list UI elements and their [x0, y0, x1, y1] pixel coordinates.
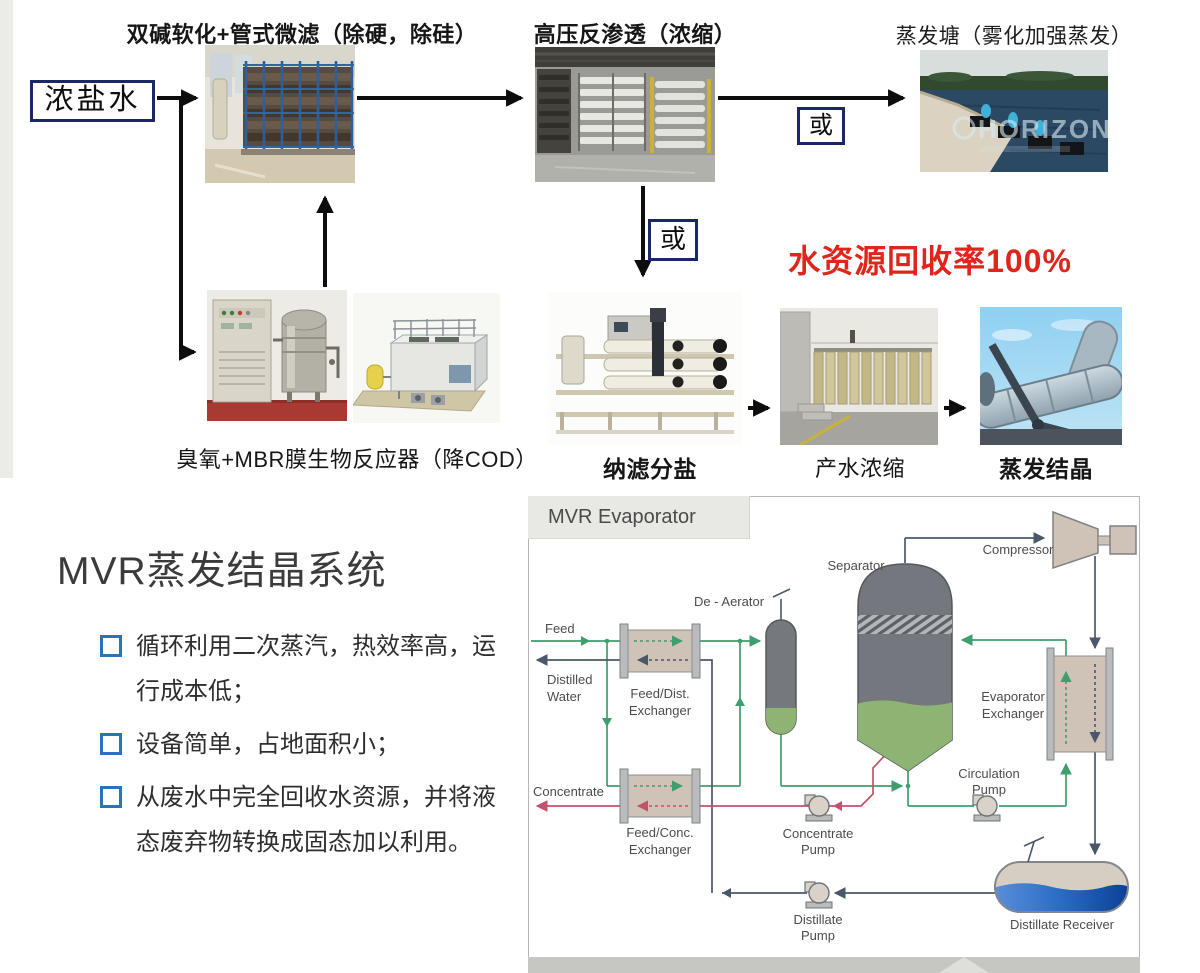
compressor-label: Compressor [983, 542, 1054, 557]
mvr-section-title: MVR蒸发结晶系统 [57, 550, 387, 593]
strip-notch [938, 957, 990, 973]
bullet-square-icon [100, 733, 122, 755]
evaporator-exchanger-vessel [1046, 647, 1114, 761]
bullet-text: 从废水中完全回收水资源，并将液态废弃物转换成固态加以利用。 [136, 784, 496, 856]
bullet-text: 设备简单，占地面积小； [136, 731, 400, 758]
ozone-equipment-photo [207, 290, 347, 421]
concentrate-pump-label-2: Pump [801, 842, 835, 857]
concentrate-pump-label-1: Concentrate [783, 826, 854, 841]
label-softening: 双碱软化+管式微滤（除硬，除硅） [126, 22, 478, 47]
evaporation-crystallization-photo [980, 307, 1122, 445]
de-aerator-label: De - Aerator [694, 594, 765, 609]
list-item: 循环利用二次蒸汽，热效率高，运行成本低； [100, 624, 500, 714]
evaporator-exchanger-label-1: Evaporator [981, 689, 1045, 704]
diagram-labels: Feed Distilled Water Concentrate Feed/Di… [533, 542, 1115, 943]
label-concentration: 产水浓缩 [814, 456, 905, 481]
label-hp-ro: 高压反渗透（浓缩） [533, 22, 737, 47]
concentrate-pump-icon [804, 794, 833, 822]
mvr-diagram-title: MVR Evaporator [528, 496, 750, 539]
pond-watermark: HORIZON [978, 114, 1108, 144]
evaporation-pond-photo: HORIZON [920, 50, 1108, 172]
left-margin-strip [0, 0, 13, 478]
bullet-square-icon [100, 635, 122, 657]
nf-skid-photo [548, 292, 742, 445]
separator-vessel [857, 563, 953, 772]
hp-ro-equipment-photo [535, 47, 715, 182]
brine-source-box: 浓盐水 [30, 80, 155, 122]
distillate-receiver-vessel [994, 836, 1129, 913]
dashed-flows [634, 635, 1101, 812]
product-concentration-photo [780, 308, 938, 445]
distilled-water-label-1: Distilled [547, 672, 593, 687]
circulation-pump-label-1: Circulation [958, 766, 1019, 781]
recovery-rate-text: 水资源回收率100% [788, 243, 1072, 279]
label-evaporation-pond: 蒸发塘（雾化加强蒸发） [895, 25, 1133, 48]
feed-dist-exchanger-label-2: Exchanger [629, 703, 692, 718]
distillate-pump-label-1: Distillate [793, 912, 842, 927]
softening-equipment-photo [205, 45, 355, 183]
distillate-receiver-label: Distillate Receiver [1010, 917, 1115, 932]
circulation-pump-label-2: Pump [972, 782, 1006, 797]
evaporator-exchanger-label-2: Exchanger [982, 706, 1045, 721]
list-item: 从废水中完全回收水资源，并将液态废弃物转换成固态加以利用。 [100, 775, 500, 865]
bullet-square-icon [100, 786, 122, 808]
or-box-nf: 或 [648, 219, 698, 261]
flow-ticks [581, 636, 911, 898]
label-crystallization: 蒸发结晶 [999, 456, 1093, 482]
or-box-pond: 或 [797, 107, 845, 145]
feed-conc-exchanger [619, 768, 701, 824]
label-ozone-mbr: 臭氧+MBR膜生物反应器（降COD） [176, 447, 538, 472]
bottom-scrub-strip [528, 957, 1140, 973]
distilled-water-label-2: Water [547, 689, 582, 704]
de-aerator-vessel [765, 588, 797, 735]
feed-conc-exchanger-label-2: Exchanger [629, 842, 692, 857]
compressor-icon [1052, 510, 1137, 570]
circulation-pump-icon [972, 794, 1001, 822]
feed-label: Feed [545, 621, 575, 636]
feed-conc-exchanger-label-1: Feed/Conc. [626, 825, 693, 840]
mbr-reactor-photo [353, 293, 500, 423]
feed-dist-exchanger [619, 623, 701, 679]
mvr-process-diagram: Feed Distilled Water Concentrate Feed/Di… [531, 510, 1137, 943]
distillate-pump-label-2: Pump [801, 928, 835, 943]
separator-label: Separator [827, 558, 885, 573]
mvr-bullet-list: 循环利用二次蒸汽，热效率高，运行成本低； 设备简单，占地面积小； 从废水中完全回… [100, 624, 500, 873]
concentrate-label: Concentrate [533, 784, 604, 799]
feed-dist-exchanger-label-1: Feed/Dist. [630, 686, 689, 701]
list-item: 设备简单，占地面积小； [100, 722, 500, 767]
diagram-lines [531, 532, 1101, 899]
distillate-pump-icon [804, 881, 833, 909]
label-nf: 纳滤分盐 [603, 456, 697, 482]
bullet-text: 循环利用二次蒸汽，热效率高，运行成本低； [136, 633, 496, 705]
